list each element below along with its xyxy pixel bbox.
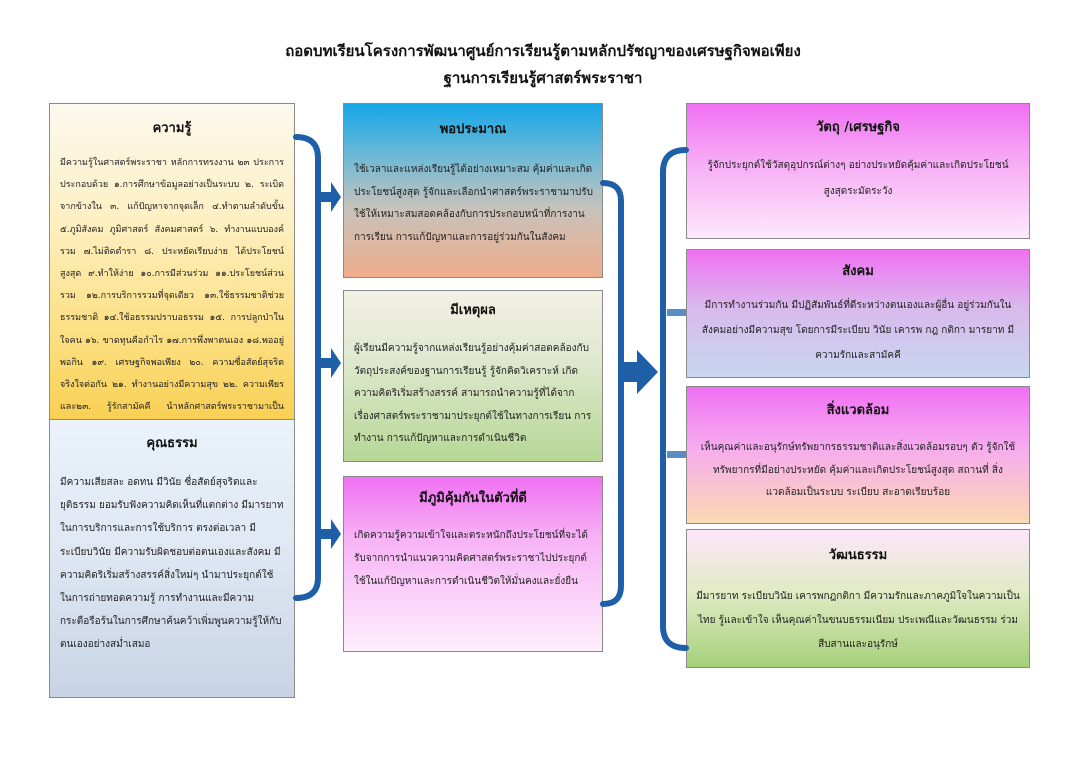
material-box: วัตถุ /เศรษฐกิจ รู้จักประยุกต์ใช้วัสดุอุ… [686, 103, 1030, 239]
culture-text: มีมารยาท ระเบียบวินัย เคารพกฎกติกา มีควา… [696, 591, 1020, 650]
reasonableness-heading: มีเหตุผล [450, 303, 496, 318]
immunity-text: เกิดความรู้ความเข้าใจและตระหนักถึงประโยช… [354, 530, 588, 587]
arrow-to-outcomes [621, 350, 658, 394]
page-title: ถอดบทเรียนโครงการพัฒนาศูนย์การเรียนรู้ตา… [285, 42, 801, 60]
society-box: สังคม มีการทำงานร่วมกัน มีปฏิสัมพันธ์ที่… [686, 249, 1030, 378]
tab-society [667, 309, 686, 316]
bracket-3 [660, 147, 689, 651]
material-heading: วัตถุ /เศรษฐกิจ [816, 120, 900, 135]
morality-heading: คุณธรรม [146, 436, 198, 451]
bracket-2 [600, 180, 624, 607]
environment-text: เห็นคุณค่าและอนุรักษ์ทรัพยากรธรรมชาติและ… [700, 442, 1016, 498]
arrow-to-reasonableness [318, 348, 341, 378]
environment-heading: สิ่งแวดล้อม [826, 403, 890, 418]
knowledge-text: มีความรู้ในศาสตร์พระราชา หลักการทรงงาน ๒… [60, 158, 284, 413]
knowledge-heading: ความรู้ [152, 121, 192, 136]
tab-environment [667, 451, 686, 458]
environment-box: สิ่งแวดล้อม เห็นคุณค่าและอนุรักษ์ทรัพยาก… [686, 386, 1030, 524]
society-heading: สังคม [842, 264, 874, 279]
bracket-1 [293, 134, 321, 601]
culture-box: วัฒนธรรม มีมารยาท ระเบียบวินัย เคารพกฎกต… [686, 529, 1030, 668]
knowledge-box: ความรู้ มีความรู้ในศาสตร์พระราชา หลักการ… [49, 103, 295, 424]
arrow-to-immunity [318, 519, 341, 549]
arrow-to-moderation [318, 182, 341, 212]
moderation-box: พอประมาณ ใช้เวลาและแหล่งเรียนรู้ได้อย่าง… [343, 103, 603, 278]
immunity-box: มีภูมิคุ้มกันในตัวที่ดี เกิดความรู้ความเ… [343, 476, 603, 652]
material-text: รู้จักประยุกต์ใช้วัสดุอุปกรณ์ต่างๆ อย่าง… [707, 160, 1009, 197]
morality-box: คุณธรรม มีความเสียสละ อดทน มีวินัย ซื่อส… [49, 419, 295, 698]
immunity-heading: มีภูมิคุ้มกันในตัวที่ดี [419, 491, 527, 506]
morality-text: มีความเสียสละ อดทน มีวินัย ซื่อสัตย์สุจร… [60, 477, 284, 651]
moderation-heading: พอประมาณ [439, 122, 507, 137]
page-subtitle: ฐานการเรียนรู้ศาสตร์พระราชา [443, 69, 643, 87]
moderation-text: ใช้เวลาและแหล่งเรียนรู้ได้อย่างเหมาะสม ค… [354, 164, 593, 243]
society-text: มีการทำงานร่วมกัน มีปฏิสัมพันธ์ที่ดีระหว… [701, 300, 1015, 361]
reasonableness-text: ผู้เรียนมีความรู้จากแหล่งเรียนรู้อย่างคุ… [354, 343, 592, 444]
culture-heading: วัฒนธรรม [828, 548, 888, 563]
reasonableness-box: มีเหตุผล ผู้เรียนมีความรู้จากแหล่งเรียนร… [343, 290, 603, 462]
